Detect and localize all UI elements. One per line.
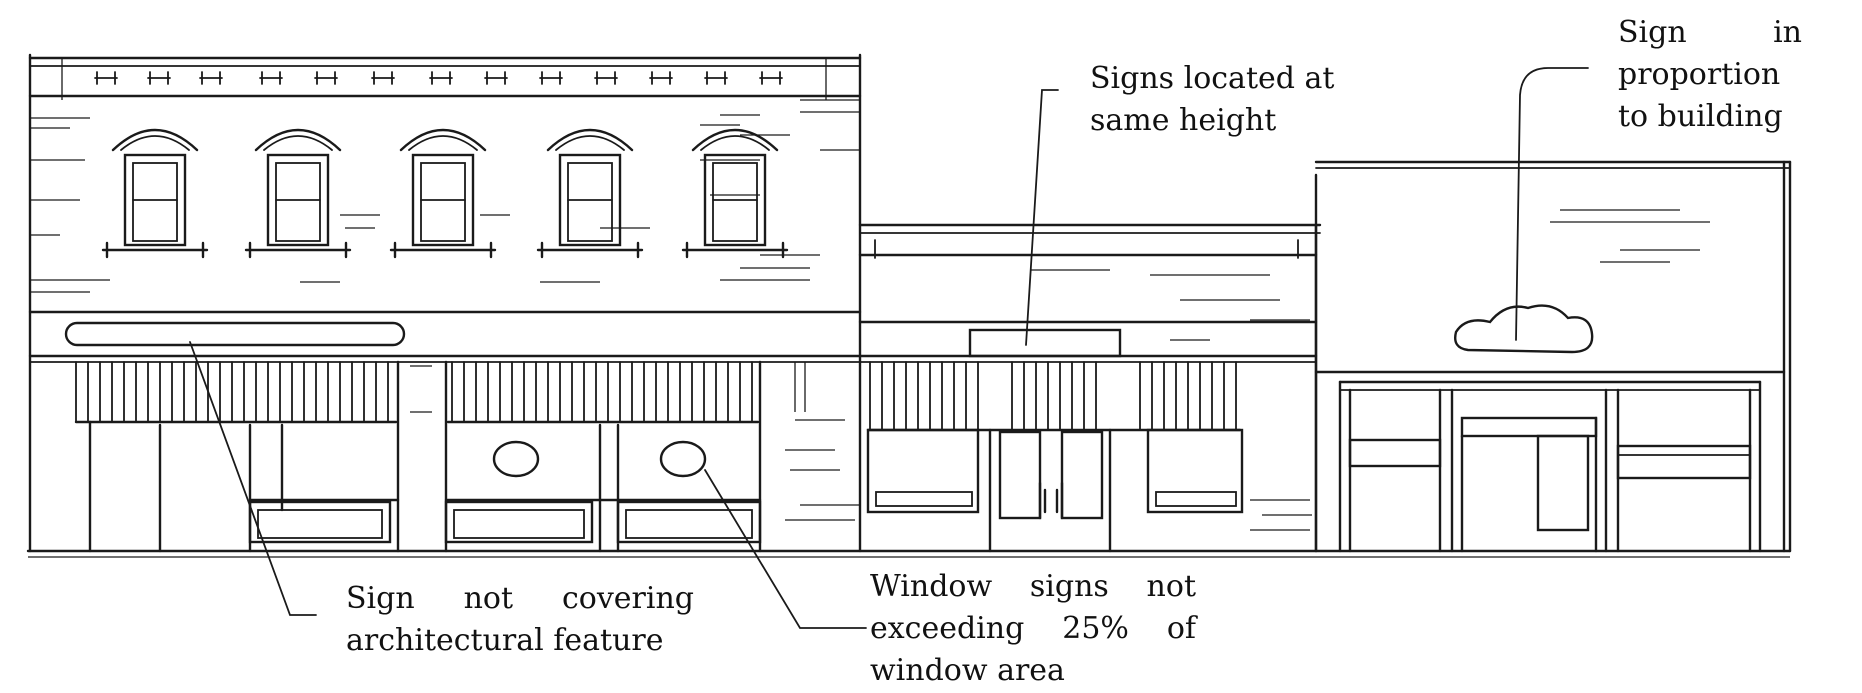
upper-windows — [103, 130, 787, 257]
label-line: architectural feature — [346, 620, 694, 662]
arched-window — [103, 130, 207, 257]
label-line: same height — [1090, 100, 1350, 142]
arched-window — [246, 130, 350, 257]
label-signs-same-height: Signs located at same height — [1090, 58, 1350, 142]
label-line: Window signs not — [870, 566, 1196, 608]
label-window-signs: Window signs not exceeding 25% of window… — [870, 566, 1196, 692]
label-line: proportion — [1618, 54, 1802, 96]
storefront-texture — [785, 420, 860, 520]
label-line: Sign not covering — [346, 578, 694, 620]
window-sign-oval — [661, 442, 705, 476]
right-building — [1316, 162, 1790, 551]
label-line: Sign in — [1618, 12, 1802, 54]
leader-proportion — [1516, 68, 1588, 340]
storefront-texture — [1250, 500, 1312, 530]
cornice-brackets — [95, 72, 782, 84]
label-line: exceeding 25% of — [870, 608, 1196, 650]
arched-window — [538, 130, 642, 257]
long-oval-sign — [66, 323, 404, 345]
leader-same-height — [1026, 90, 1058, 345]
arched-window — [391, 130, 495, 257]
left-awnings — [76, 362, 758, 422]
ground-line — [28, 551, 1790, 557]
rectangular-fascia-sign — [970, 330, 1120, 356]
middle-building — [860, 225, 1320, 551]
brick-texture — [1550, 210, 1710, 262]
label-sign-in-proportion: Sign in proportion to building — [1618, 12, 1802, 138]
left-storefronts — [90, 362, 860, 551]
leader-lines — [190, 68, 1588, 628]
kickplate — [446, 502, 592, 542]
window-sign-oval — [494, 442, 538, 476]
cloud-shaped-sign — [1455, 306, 1592, 352]
kickplate — [250, 502, 390, 542]
arched-window — [683, 130, 787, 257]
label-line: to building — [1618, 96, 1802, 138]
middle-awnings — [870, 362, 1236, 430]
kickplate — [618, 502, 760, 542]
label-sign-not-covering: Sign not covering architectural feature — [346, 578, 694, 662]
label-line: window area — [870, 650, 1196, 692]
leader-window-signs — [705, 470, 866, 628]
label-line: Signs located at — [1090, 58, 1350, 100]
